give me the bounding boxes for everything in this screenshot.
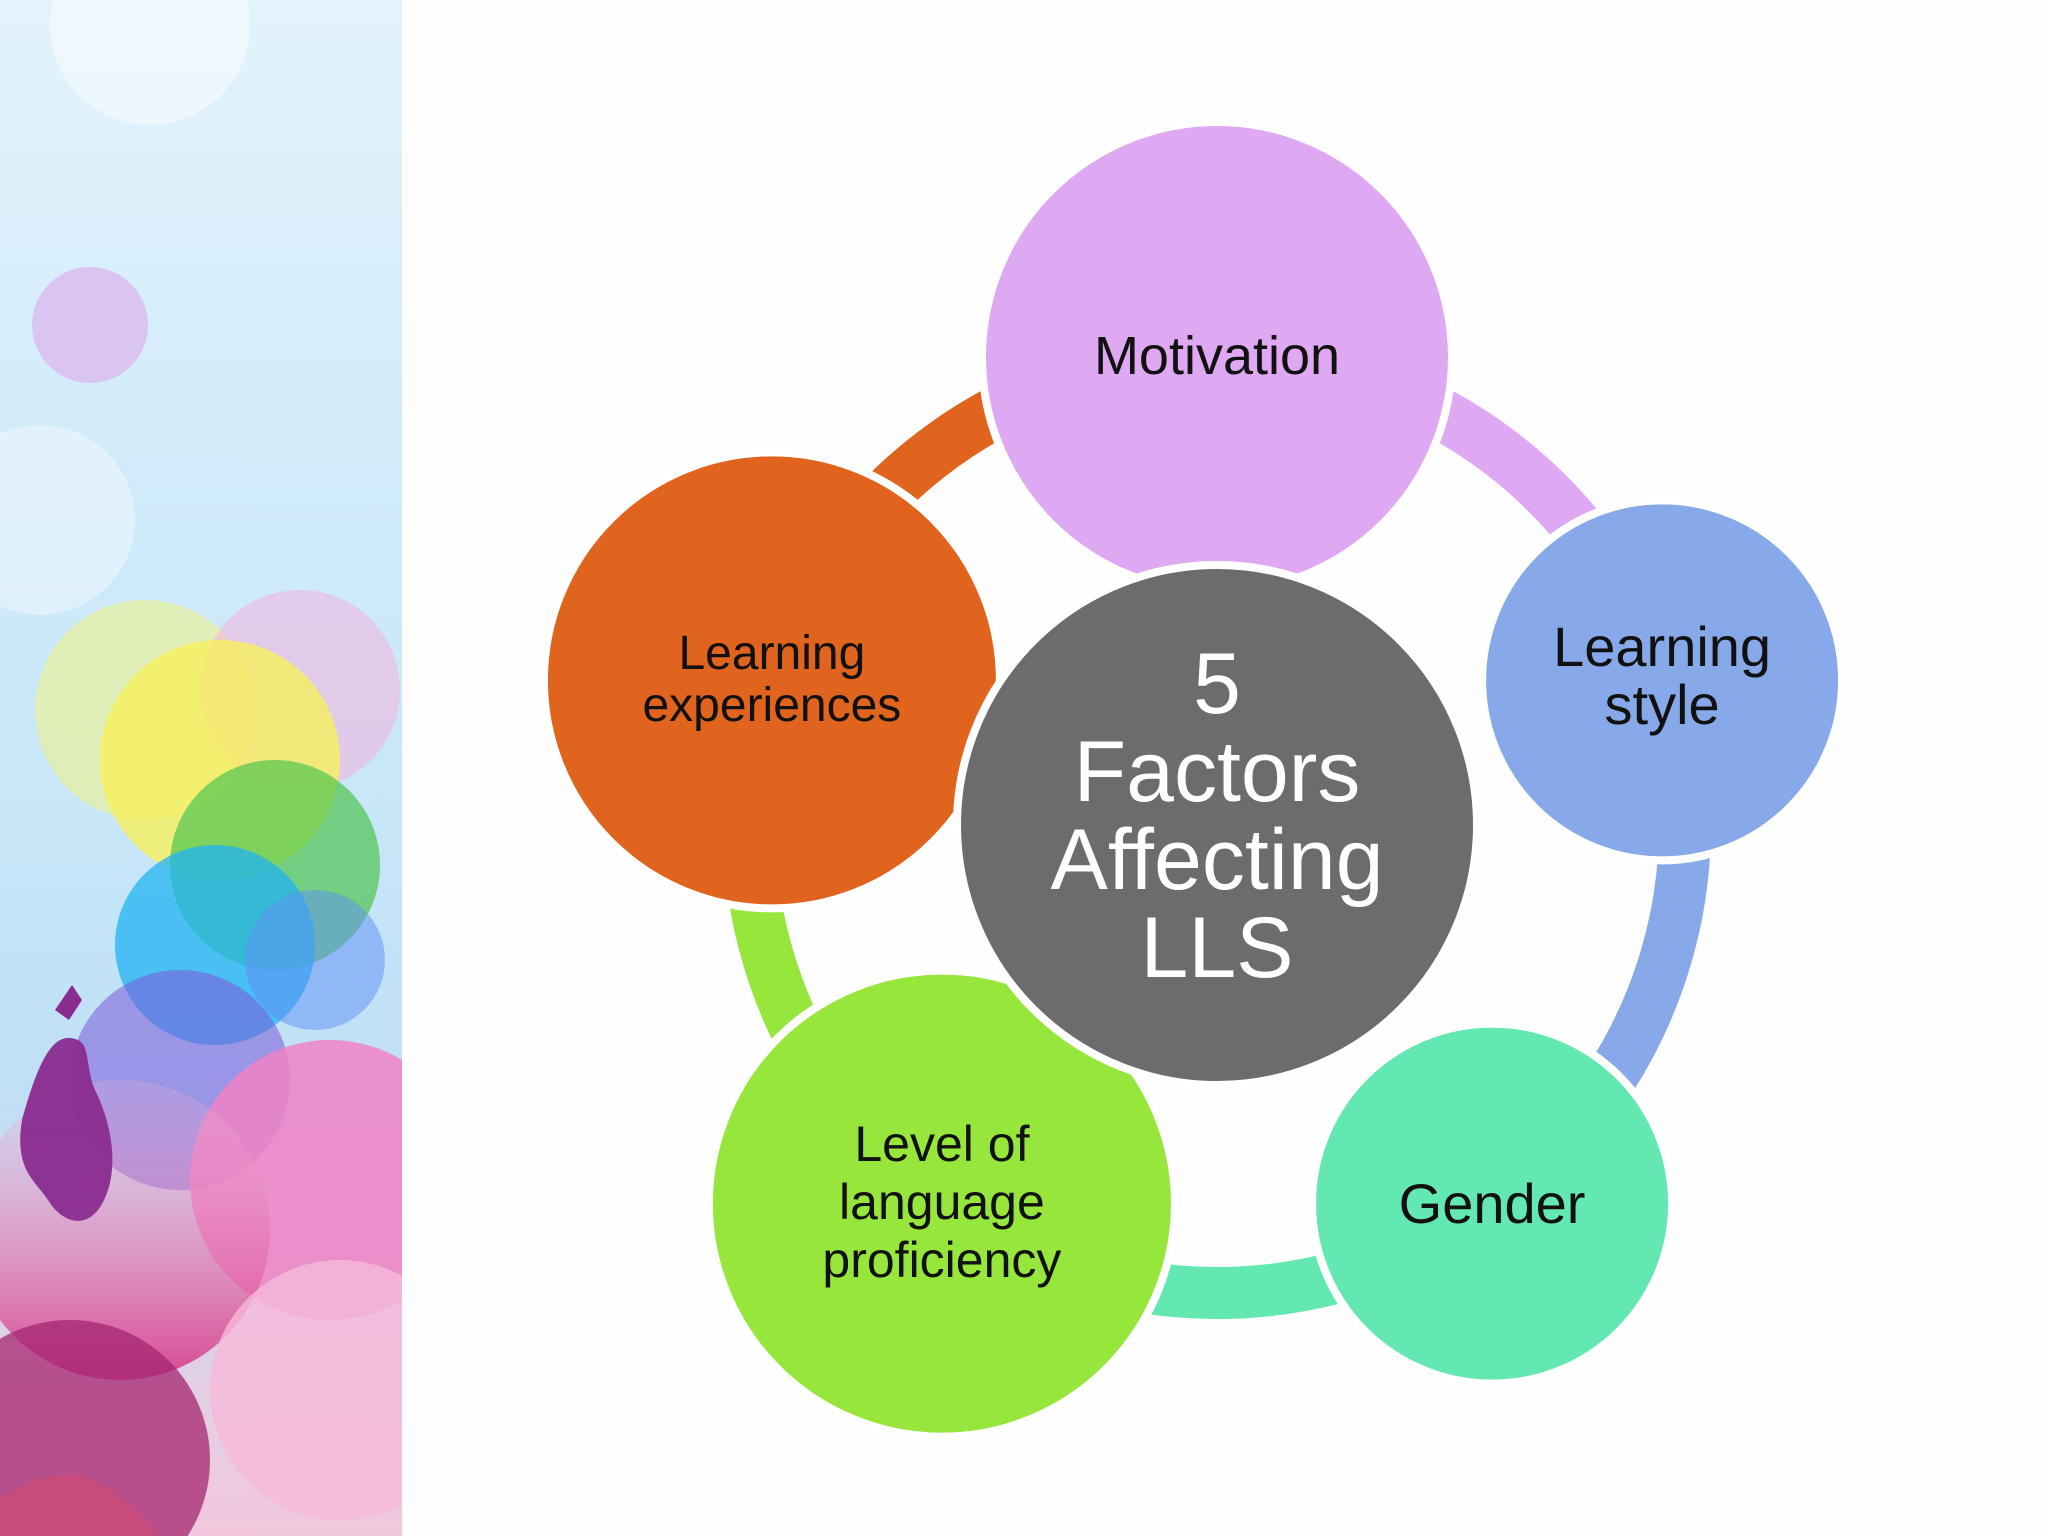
center-label-line-2: Factors (1074, 724, 1361, 820)
center-circle (953, 561, 1481, 1089)
node-label-learning-experiences-line-1: Learning (678, 627, 865, 680)
node-label-gender-line-1: Gender (1399, 1172, 1586, 1235)
node-label-level-of-language-proficiency-line-2: language (839, 1174, 1045, 1230)
node-label-gender: Gender (1399, 1172, 1586, 1235)
node-label-motivation-line-1: Motivation (1094, 326, 1340, 386)
node-label-learning-style-line-1: Learning (1553, 615, 1771, 678)
center-label-line-3: Affecting (1050, 812, 1383, 908)
node-label-level-of-language-proficiency-line-3: proficiency (822, 1232, 1061, 1288)
decorative-side-panel (0, 0, 402, 1536)
node-label-motivation: Motivation (1094, 326, 1340, 386)
node-gender: Gender (1308, 1019, 1677, 1388)
node-circle-learning-style (1478, 496, 1847, 865)
node-label-level-of-language-proficiency-line-1: Level of (854, 1116, 1029, 1172)
center-label-line-4: LLS (1140, 900, 1293, 996)
center-label-line-1: 5 (1193, 636, 1241, 732)
node-circle-gender (1308, 1019, 1677, 1388)
node-label-learning-experiences-line-2: experiences (642, 679, 901, 732)
node-label-learning-style-line-2: style (1605, 673, 1720, 736)
node-circle-level-of-language-proficiency (704, 966, 1179, 1441)
bubble-artwork (0, 0, 402, 1536)
node-motivation: Motivation (978, 118, 1456, 596)
